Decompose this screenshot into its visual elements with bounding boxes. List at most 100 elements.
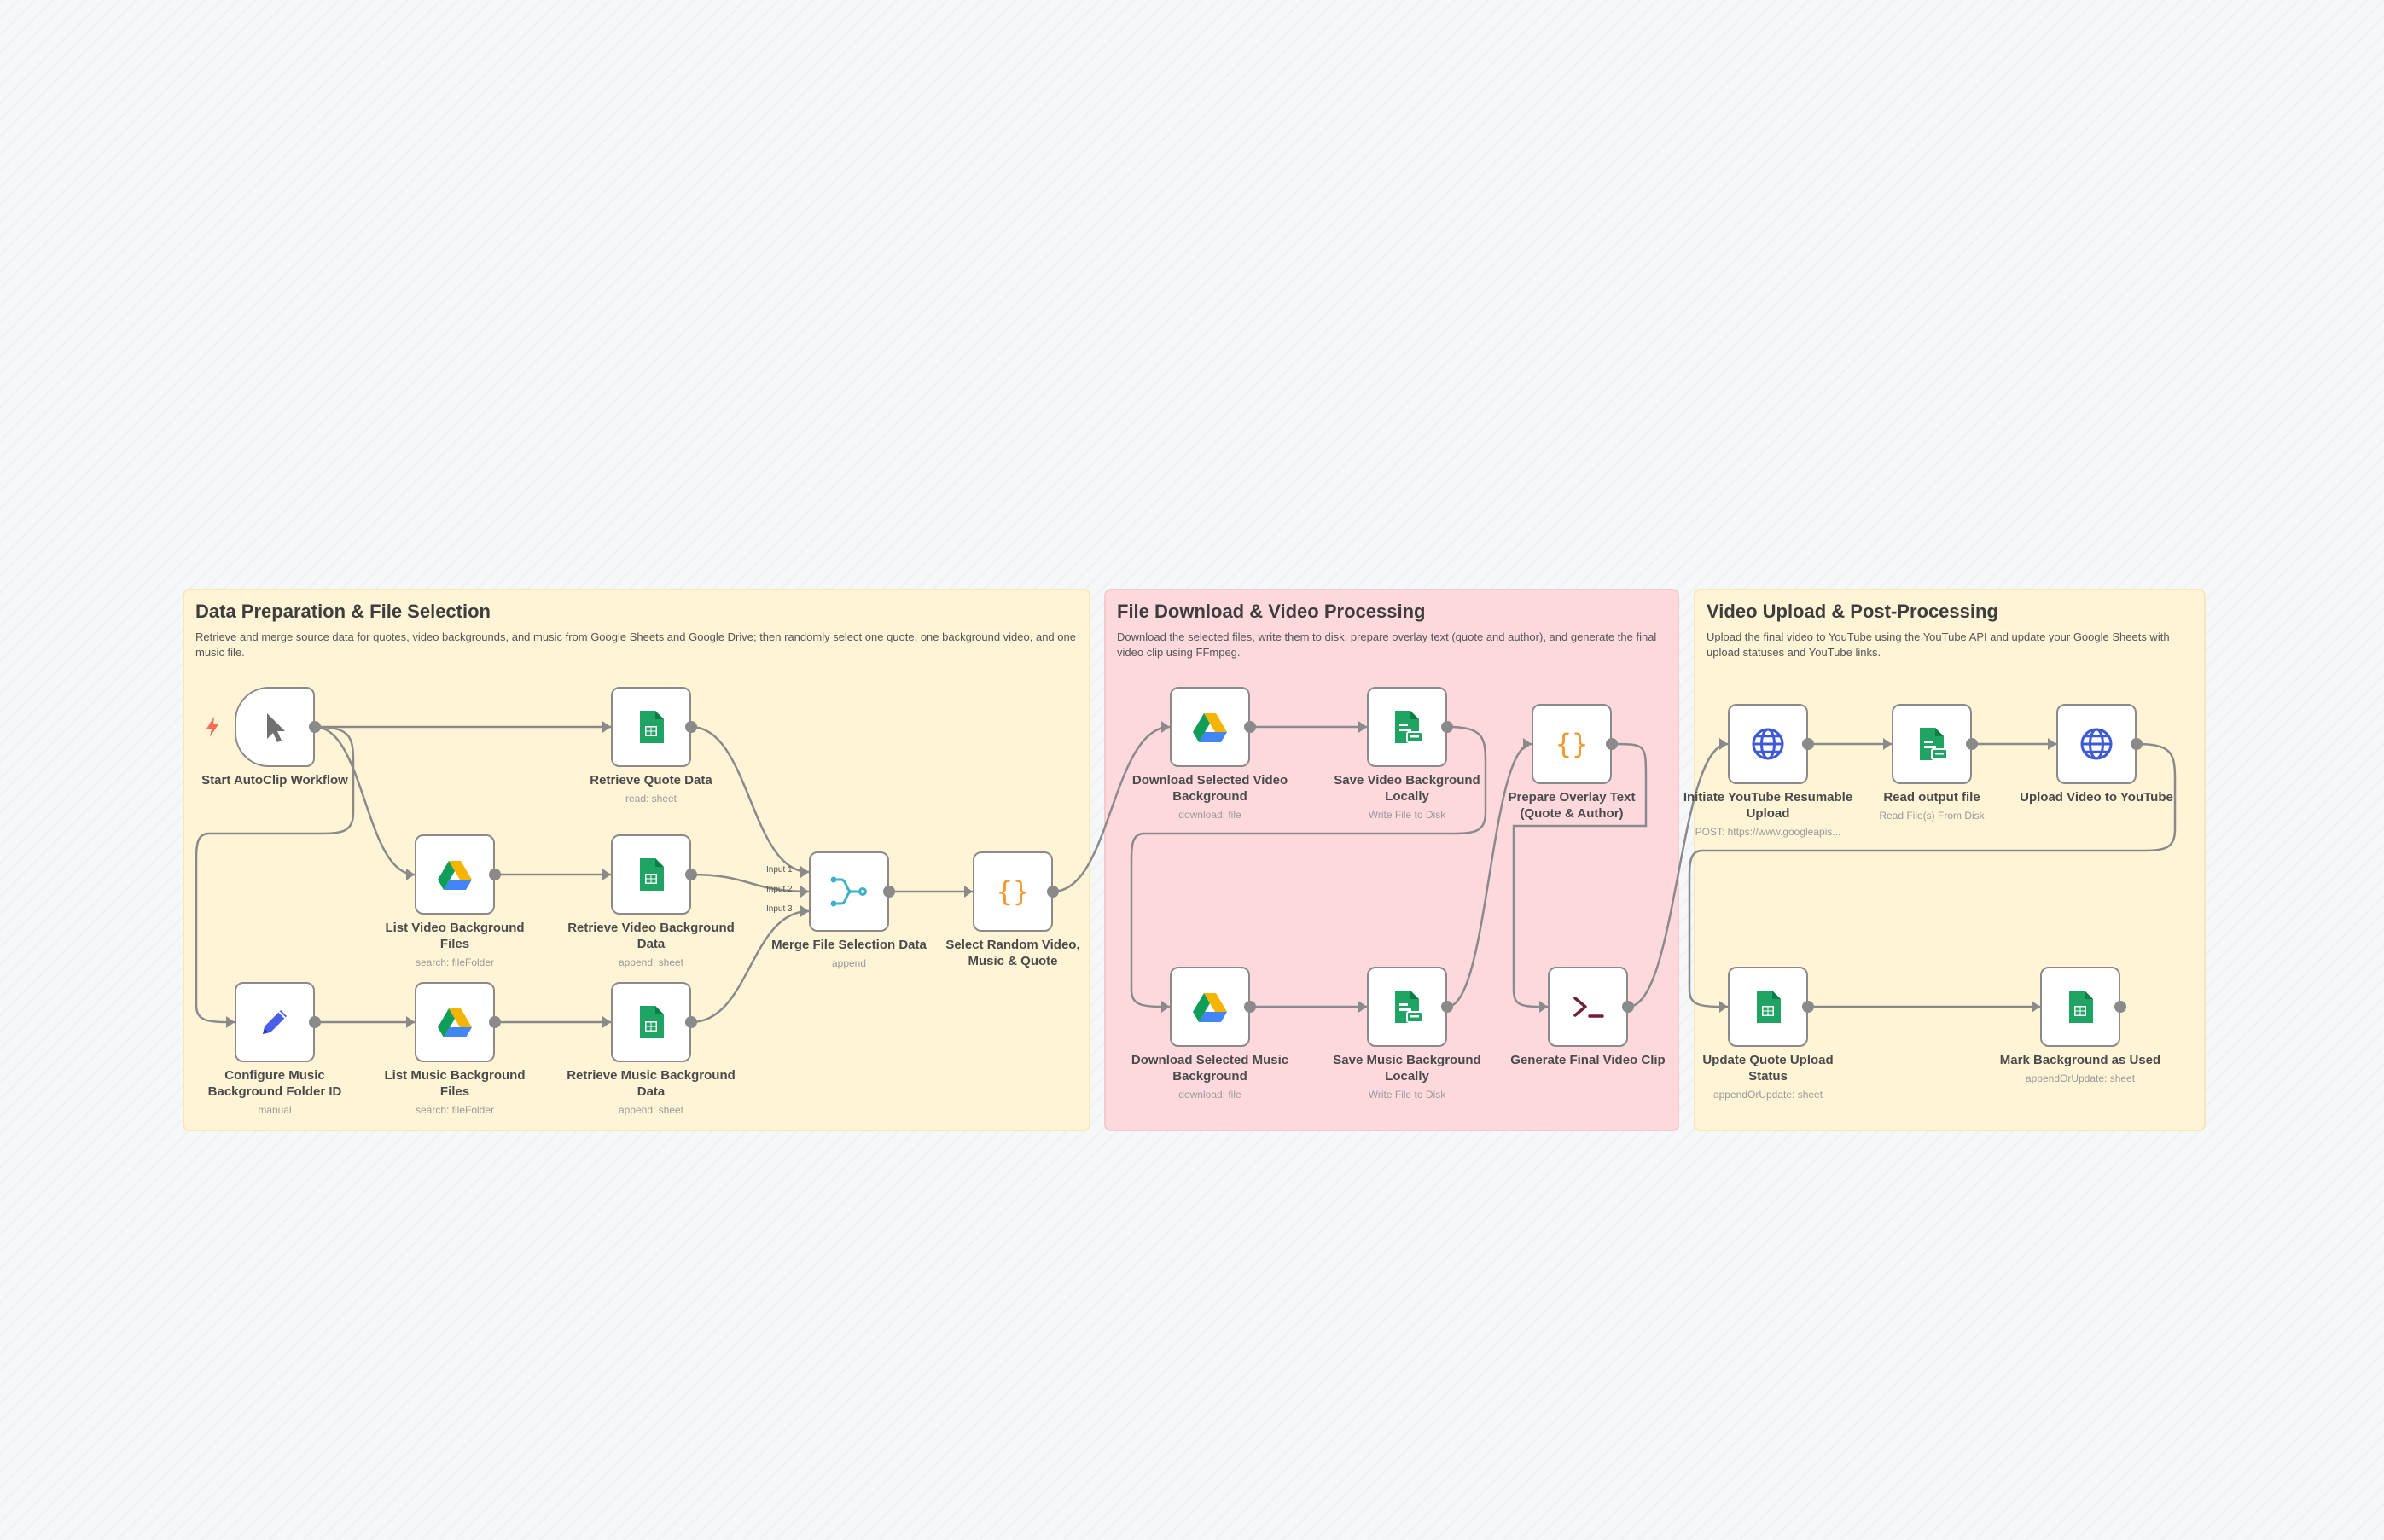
node-subtitle: search: fileFolder [415,956,495,968]
group-title: Data Preparation & File Selection [195,601,491,622]
merge-file-selection-data-node[interactable] [809,851,889,932]
output-port[interactable] [1802,1001,1814,1013]
node-caption: Upload Video to YouTube [2011,789,2182,805]
group-title: Video Upload & Post-Processing [1707,601,1998,622]
node-subtitle: append [831,957,867,969]
output-port[interactable] [685,1016,697,1028]
output-port[interactable] [1441,1001,1453,1013]
input-port[interactable] [1719,1001,1728,1013]
input-port[interactable] [1539,1001,1548,1013]
node-label: Merge File Selection Data [771,938,927,952]
output-port[interactable] [883,886,895,898]
mark-background-as-used-node[interactable] [2040,967,2120,1047]
merge-input-label: Input 2 [766,885,793,894]
output-port[interactable] [1441,721,1453,733]
google-sheets-icon [1749,988,1787,1026]
google-sheets-icon [632,856,670,893]
input-port[interactable] [2048,738,2056,750]
input-port[interactable] [800,886,809,898]
edge-17-18 [1688,742,2177,1008]
input-port[interactable] [800,866,809,878]
terminal-icon [1569,988,1607,1026]
output-port[interactable] [1606,738,1618,750]
retrieve-quote-data-node[interactable] [611,687,691,767]
output-port[interactable] [309,721,321,733]
edge-10-12 [1130,725,1487,1008]
list-music-background-files-node[interactable] [415,982,495,1062]
node-subtitle: download: file [1178,809,1241,821]
retrieve-music-background-data-node[interactable] [611,982,691,1062]
node-subtitle: read: sheet [625,793,677,805]
output-port[interactable] [1244,721,1256,733]
output-port[interactable] [1966,738,1978,750]
download-selected-video-background-node[interactable] [1170,687,1250,767]
edge-8-9 [1052,725,1171,893]
list-video-background-files-node[interactable] [415,834,495,915]
output-port[interactable] [2114,1001,2126,1013]
node-label: List Video Background Files [385,921,525,951]
input-port[interactable] [602,1016,611,1028]
input-port[interactable] [1161,721,1170,733]
download-selected-music-background-node[interactable] [1170,967,1250,1047]
output-port[interactable] [1244,1001,1256,1013]
read-output-file-node[interactable] [1892,704,1972,784]
input-port[interactable] [1523,738,1532,750]
output-port[interactable] [1047,886,1059,898]
google-sheets-icon [632,1003,670,1041]
node-subtitle: appendOrUpdate: sheet [1712,1089,1823,1101]
input-port[interactable] [1161,1001,1170,1013]
upload-video-to-youtube-node[interactable] [2056,704,2137,784]
input-port[interactable] [964,886,973,898]
file-write-icon [1913,725,1951,763]
edge-13-11 [1446,742,1532,1008]
output-port[interactable] [489,1016,501,1028]
save-video-background-locally-node[interactable] [1367,687,1447,767]
input-port[interactable] [226,1016,235,1028]
output-port[interactable] [685,721,697,733]
output-port[interactable] [309,1016,321,1028]
input-port[interactable] [1358,1001,1367,1013]
node-subtitle: append: sheet [618,1104,684,1116]
generate-final-video-clip-node[interactable] [1548,967,1628,1047]
save-music-background-locally-node[interactable] [1367,967,1447,1047]
google-sheets-icon [632,708,670,746]
node-subtitle: appendOrUpdate: sheet [2025,1072,2136,1084]
input-port[interactable] [602,869,611,880]
edge-6-7 [690,909,810,1024]
node-subtitle: manual [258,1104,292,1116]
input-port[interactable] [2032,1001,2040,1013]
output-port[interactable] [2131,738,2143,750]
google-drive-icon [436,856,474,893]
input-port[interactable] [800,905,809,917]
input-port[interactable] [602,721,611,733]
globe-icon [2078,725,2115,763]
output-port[interactable] [489,869,501,880]
output-port[interactable] [685,869,697,880]
select-random-video-music-quote-node[interactable]: {} [973,851,1053,932]
retrieve-video-background-data-node[interactable] [611,834,691,915]
group-title: File Download & Video Processing [1117,601,1426,622]
output-port[interactable] [1802,738,1814,750]
configure-music-background-folder-id-node[interactable] [235,982,315,1062]
input-port[interactable] [1883,738,1892,750]
node-subtitle: Read File(s) From Disk [1879,810,1985,822]
prepare-overlay-text-node[interactable]: {} [1532,704,1612,784]
node-caption: Start AutoClip Workflow [189,772,360,788]
update-quote-upload-status-node[interactable] [1728,967,1808,1047]
initiate-youtube-resumable-upload-node[interactable] [1728,704,1808,784]
node-caption: Merge File Selection Data append [764,937,934,970]
input-port[interactable] [1358,721,1367,733]
cursor-icon [256,708,294,746]
start-autoclip-workflow-node[interactable] [235,687,315,767]
pencil-icon [256,1003,294,1041]
node-subtitle: Write File to Disk [1368,809,1446,821]
input-port[interactable] [406,1016,415,1028]
output-port[interactable] [1622,1001,1634,1013]
input-port[interactable] [1719,738,1728,750]
edge-0-2 [314,725,416,876]
trigger-bolt-icon [206,717,219,737]
input-port[interactable] [406,869,415,880]
